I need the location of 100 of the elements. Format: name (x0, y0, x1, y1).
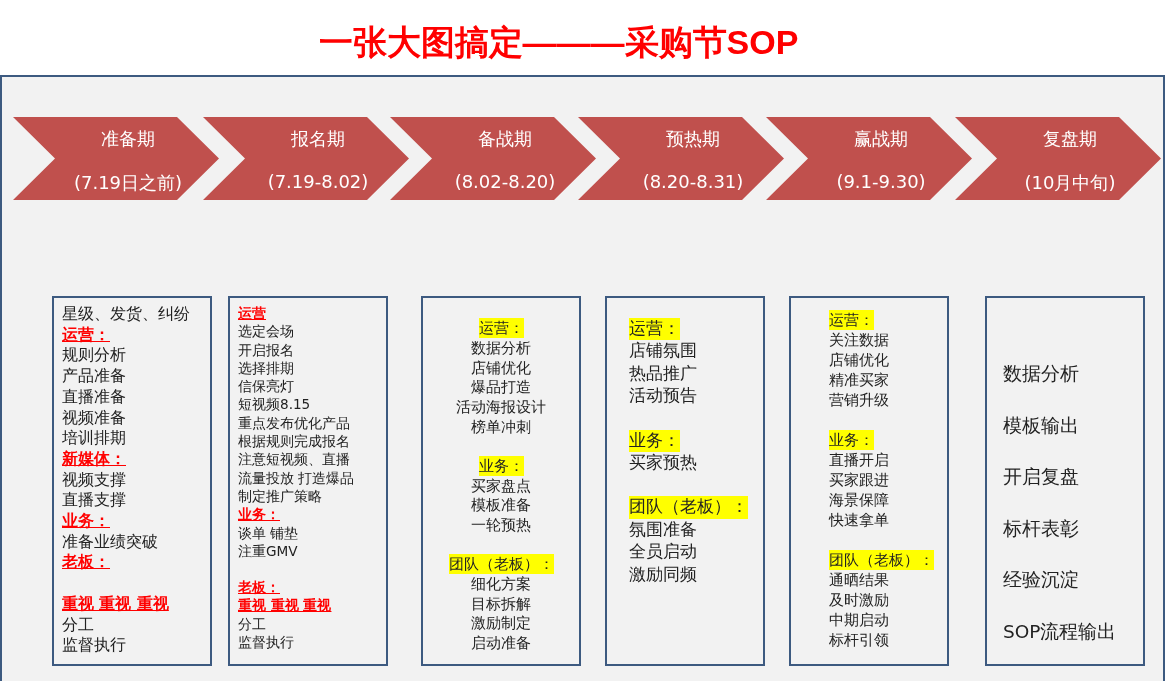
phase-name: 赢战期 (853, 127, 909, 151)
list-item: 氛围准备 (629, 518, 697, 541)
list-item: 店铺氛围 (629, 340, 697, 363)
phase-date: (10月中旬) (1023, 171, 1117, 195)
list-item: 注重GMV (238, 541, 298, 561)
timeline-phase (766, 117, 972, 200)
list-item: 监督执行 (62, 635, 126, 656)
list-item: 产品准备 (62, 366, 126, 387)
list-item: 及时激励 (829, 590, 889, 610)
task-list-box (52, 296, 212, 666)
phase-name: 准备期 (100, 127, 156, 151)
list-item: SOP流程输出 (1003, 619, 1117, 644)
section-heading: 团队（老板）： (448, 553, 554, 574)
phase-date: (7.19日之前) (72, 171, 184, 195)
section-heading: 业务： (629, 429, 680, 453)
task-list-box (985, 296, 1145, 666)
title: 一张大图搞定———采购节SOP (317, 22, 800, 63)
phase-name: 预热期 (665, 127, 721, 151)
list-item: 开启复盘 (1003, 465, 1079, 489)
list-item: 选定会场 (238, 322, 294, 341)
list-item: 启动准备 (471, 633, 531, 653)
list-item: 信保亮灯 (238, 377, 294, 396)
list-item: 通晒结果 (829, 570, 889, 590)
list-item: 注意短视频、直播 (238, 450, 350, 469)
list-item: 营销升级 (829, 390, 889, 410)
list-item: 激励制定 (471, 613, 531, 634)
timeline-phase (955, 117, 1161, 200)
list-item: 短视频8.15 (238, 395, 311, 414)
list-item: 准备业绩突破 (62, 531, 158, 553)
list-item: 热品推广 (629, 362, 697, 385)
timeline-phase (390, 117, 596, 200)
task-list-box (421, 296, 581, 666)
list-item: 直播准备 (62, 386, 126, 408)
phase-name: 复盘期 (1042, 127, 1098, 151)
list-item: 标杆引领 (829, 630, 889, 650)
phase-name: 报名期 (290, 127, 346, 151)
list-item: 爆品打造 (471, 377, 531, 398)
timeline-phase (203, 117, 409, 200)
list-item: 数据分析 (471, 337, 531, 358)
list-item: 制定推广策略 (238, 486, 322, 506)
list-item: 全员启动 (629, 541, 697, 564)
list-item: 视频准备 (62, 407, 126, 429)
list-item: 买家盘点 (471, 475, 531, 496)
timeline-phase (13, 117, 219, 200)
list-item: 关注数据 (829, 330, 889, 350)
list-item: 重点发布优化产品 (238, 413, 350, 433)
list-item: 培训排期 (62, 428, 126, 449)
list-item: 开启报名 (238, 340, 294, 359)
section-heading: 老板： (238, 578, 280, 597)
list-item: 细化方案 (471, 573, 531, 594)
timeline-phase (578, 117, 784, 200)
section-heading: 运营： (829, 310, 874, 330)
task-list-box (228, 296, 388, 666)
list-item: 精准买家 (829, 370, 889, 390)
list-item: 活动预告 (629, 385, 697, 408)
list-item: 中期启动 (829, 610, 889, 630)
section-heading: 重视 重视 重视 (238, 596, 332, 615)
section-heading: 业务： (478, 455, 524, 476)
list-item: 活动海报设计 (456, 397, 546, 417)
section-heading: 团队（老板）： (829, 550, 934, 570)
list-item: 模板输出 (1003, 413, 1079, 438)
list-item: 规则分析 (62, 345, 126, 367)
list-item: 直播开启 (829, 450, 889, 470)
list-item: 选择排期 (238, 358, 294, 378)
list-item: 根据规则完成报名 (238, 432, 350, 451)
list-item: 星级、发货、纠纷 (62, 304, 190, 325)
list-item: 谈单 铺垫 (238, 523, 299, 542)
list-item: 直播支撑 (62, 490, 126, 512)
list-item: 一轮预热 (471, 515, 531, 535)
list-item: 经验沉淀 (1003, 568, 1079, 592)
section-heading: 业务： (238, 505, 280, 524)
list-item: 店铺优化 (471, 357, 531, 378)
list-item: 目标拆解 (471, 593, 531, 614)
section-heading: 运营： (62, 324, 110, 346)
phase-date: (9.1-9.30) (835, 171, 927, 192)
phase-date: (7.19-8.02) (266, 171, 370, 192)
list-item: 视频支撑 (62, 469, 126, 491)
section-heading: 业务： (62, 511, 110, 532)
list-item: 数据分析 (1003, 362, 1079, 386)
phase-date: (8.20-8.31) (641, 171, 745, 192)
list-item: 模板准备 (471, 495, 531, 516)
section-heading: 新媒体： (62, 448, 126, 470)
phase-name: 备战期 (477, 127, 533, 151)
section-heading: 重视 重视 重视 (62, 593, 169, 615)
list-item: 标杆表彰 (1003, 516, 1079, 541)
list-item: 激励同频 (629, 563, 697, 586)
list-item: 分工 (238, 614, 266, 634)
section-heading: 团队（老板）： (629, 496, 748, 519)
section-heading: 运营： (629, 318, 680, 341)
list-item: 快速拿单 (829, 510, 889, 530)
list-item: 监督执行 (238, 633, 294, 652)
section-heading: 运营 (238, 304, 266, 323)
list-item: 榜单冲刺 (471, 417, 531, 437)
list-item: 买家预热 (629, 452, 697, 475)
list-item: 流量投放 打造爆品 (238, 468, 355, 487)
task-list-box (605, 296, 765, 666)
section-heading: 老板： (62, 552, 110, 574)
list-item: 店铺优化 (829, 350, 889, 370)
task-list-box (789, 296, 949, 666)
list-item: 海景保障 (829, 490, 889, 510)
